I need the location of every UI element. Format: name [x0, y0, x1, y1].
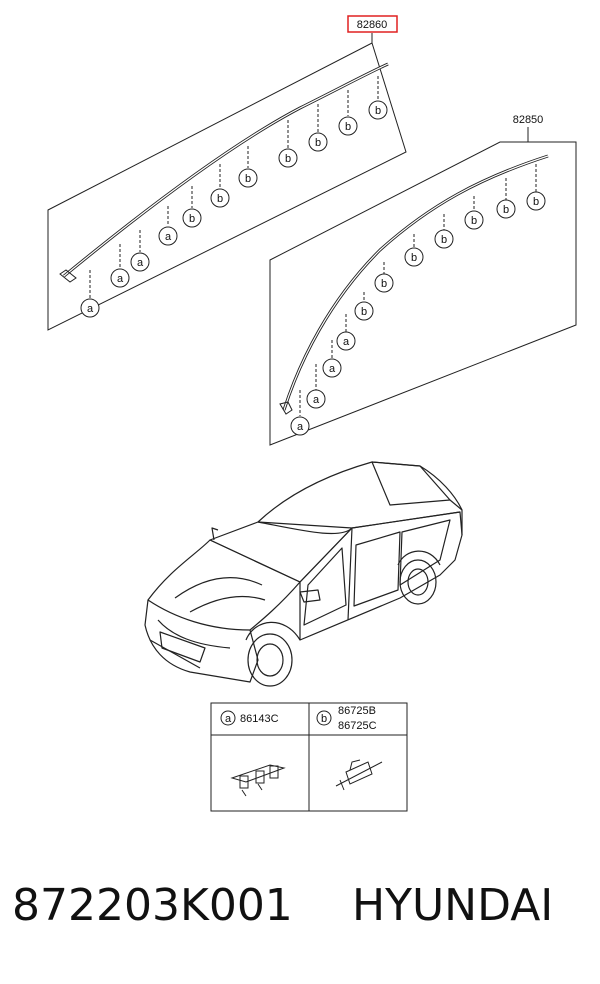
- label-82850: 82850: [513, 114, 544, 126]
- svg-text:b: b: [189, 213, 195, 225]
- callout-letters-82850: a a a a b b b b b b b: [297, 196, 539, 433]
- brand-name: HYUNDAI: [352, 880, 554, 931]
- svg-text:b: b: [411, 252, 417, 264]
- svg-text:a: a: [329, 363, 336, 375]
- callout-letters-82860: a a a a b b b b b b b: [87, 105, 381, 315]
- molding-end-82860: [59, 269, 77, 283]
- svg-text:b: b: [441, 234, 447, 246]
- legend-table: [210, 702, 408, 812]
- svg-text:b: b: [375, 105, 381, 117]
- molding-82860: [63, 62, 389, 278]
- svg-text:b: b: [381, 278, 387, 290]
- panel-82850: [269, 141, 577, 446]
- svg-text:b: b: [217, 193, 223, 205]
- svg-text:a: a: [165, 231, 172, 243]
- car-illustration: [144, 461, 463, 687]
- svg-text:b: b: [471, 215, 477, 227]
- svg-text:a: a: [117, 273, 124, 285]
- svg-text:b: b: [503, 204, 509, 216]
- clip-b-illustration: [335, 759, 383, 791]
- legend-a-letter: a: [225, 713, 232, 725]
- svg-text:a: a: [313, 394, 320, 406]
- svg-text:a: a: [87, 303, 94, 315]
- callouts-82850: [290, 164, 546, 436]
- footer: 872203K001 HYUNDAI: [0, 868, 600, 958]
- svg-text:b: b: [361, 306, 367, 318]
- legend-b-marker: [316, 710, 332, 726]
- legend-b-part-1: 86725B: [338, 705, 376, 717]
- svg-text:b: b: [285, 153, 291, 165]
- svg-text:b: b: [345, 121, 351, 133]
- svg-text:b: b: [533, 196, 539, 208]
- highlight-box: [347, 15, 398, 33]
- clip-a-illustration: [230, 764, 286, 797]
- svg-text:b: b: [315, 137, 321, 149]
- legend-b-part-2: 86725C: [338, 720, 377, 732]
- part-number: 872203K001: [12, 880, 293, 931]
- legend-b-letter: b: [321, 713, 327, 725]
- molding-end-82850: [279, 401, 293, 415]
- legend-a-part: 86143C: [240, 713, 279, 725]
- svg-text:a: a: [343, 336, 350, 348]
- svg-text:a: a: [297, 421, 304, 433]
- panel-82860: [47, 42, 407, 331]
- svg-text:b: b: [245, 173, 251, 185]
- label-82860: 82860: [357, 19, 388, 31]
- callouts-82860: [80, 76, 388, 318]
- svg-text:a: a: [137, 257, 144, 269]
- legend-a-marker: [220, 710, 236, 726]
